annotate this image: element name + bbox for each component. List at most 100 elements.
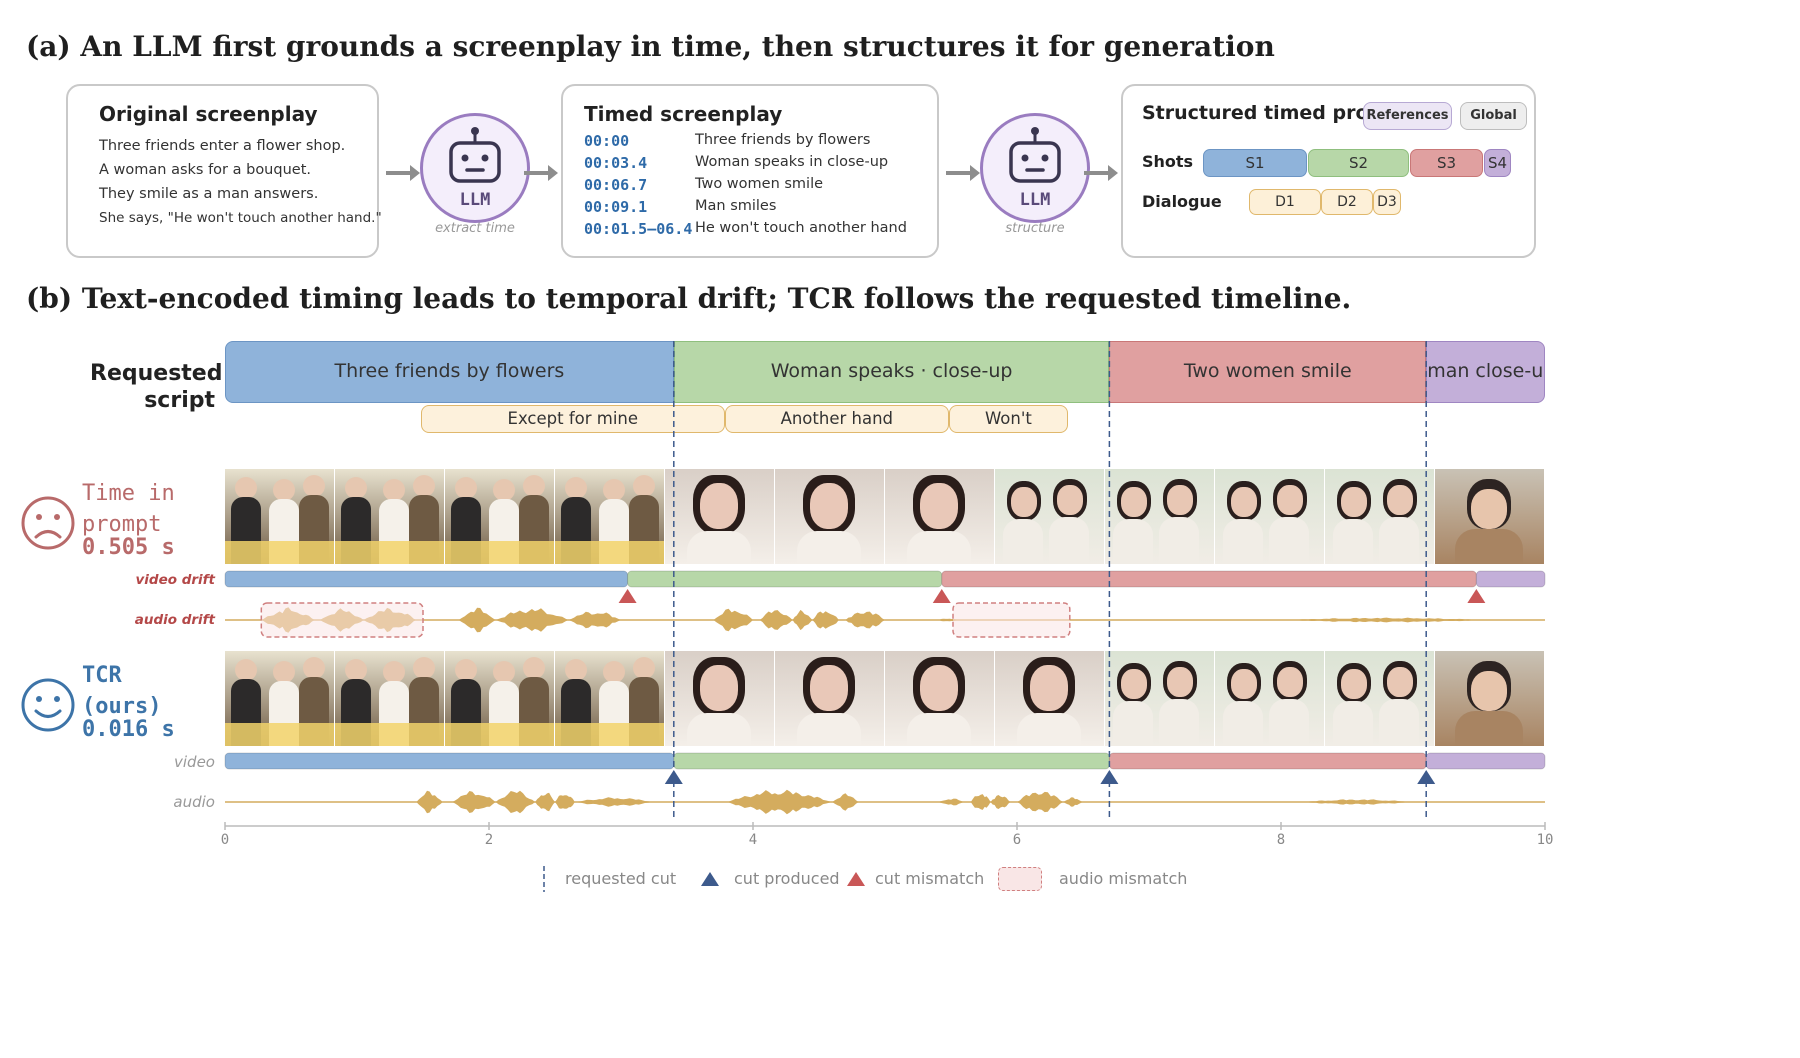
baseline-audio-wave-6 (568, 611, 621, 629)
ours-frame-9 (1105, 651, 1214, 746)
baseline-audio-wave-11 (845, 611, 885, 629)
original-line-1: Three friends enter a flower shop. (99, 138, 346, 154)
ours-audio-wave-3 (495, 790, 536, 814)
requested-shot-1: Three friends by flowers (225, 341, 674, 403)
baseline-frame-strip (225, 469, 1545, 564)
sad-face-icon (21, 496, 75, 550)
original-screenplay-title: Original screenplay (99, 102, 318, 126)
timed-desc-3: Two women smile (695, 176, 824, 192)
arrow-1 (386, 165, 420, 181)
baseline-method-name: Time in prompt (82, 481, 175, 537)
baseline-frame-10 (1215, 469, 1324, 564)
cut-mismatch-marker-3 (1467, 589, 1486, 603)
requested-dialogue-2: Another hand (724, 405, 949, 433)
timed-time-4: 00:09.1 (584, 198, 648, 216)
ours-audio-wave-11 (990, 795, 1011, 809)
baseline-audio-wave-7 (713, 608, 753, 632)
ours-frame-3 (445, 651, 554, 746)
timed-desc-4: Man smiles (695, 198, 777, 214)
llm-structure-node: LLM (980, 113, 1090, 223)
ours-frame-2 (335, 651, 444, 746)
ours-frame-7 (885, 651, 994, 746)
ours-frame-1 (225, 651, 334, 746)
axis-tick-10: 10 (1536, 832, 1554, 848)
axis-tick-2: 2 (484, 832, 494, 848)
ours-method-name: TCR (ours) (82, 663, 162, 719)
panel-b-title: (b) Text-encoded timing leads to tempora… (26, 282, 1352, 315)
baseline-video-segment-3 (941, 570, 1477, 588)
arrow-3 (946, 165, 980, 181)
requested-shot-4: man close-up (1426, 341, 1545, 403)
ours-audio-wave-9 (937, 798, 965, 806)
llm-extract-node: LLM (420, 113, 530, 223)
ours-frame-6 (775, 651, 884, 746)
baseline-video-segment-4 (1475, 570, 1546, 588)
timed-screenplay-card: Timed screenplay 00:00 Three friends by … (561, 84, 939, 258)
llm2-caption: structure (1005, 221, 1065, 236)
axis-tick-8: 8 (1276, 832, 1286, 848)
dialogue-label: Dialogue (1142, 192, 1222, 211)
baseline-frame-6 (775, 469, 884, 564)
legend-cut-produced: cut produced (734, 869, 840, 888)
baseline-frame-7 (885, 469, 994, 564)
ours-audio-wave-5 (555, 795, 575, 809)
requested-script-label: Requested script (90, 361, 223, 413)
cut-mismatch-marker-2 (932, 589, 951, 603)
ours-error: 0.016 s (82, 717, 175, 742)
baseline-frame-2 (335, 469, 444, 564)
baseline-frame-11 (1325, 469, 1434, 564)
cut-produced-legend-icon (701, 872, 719, 886)
dialogue-d1: D1 (1249, 189, 1321, 215)
global-button[interactable]: Global (1460, 102, 1527, 130)
timed-time-1: 00:00 (584, 132, 630, 150)
llm-label-1: LLM (459, 190, 491, 210)
baseline-frame-4 (555, 469, 664, 564)
cut-produced-marker-2 (1100, 770, 1119, 784)
panel-a-title: (a) An LLM first grounds a screenplay in… (26, 30, 1275, 63)
ours-frame-8 (995, 651, 1104, 746)
llm1-caption: extract time (435, 221, 515, 236)
audio-mismatch-legend-icon (998, 867, 1042, 891)
baseline-frame-12 (1435, 469, 1544, 564)
timed-screenplay-title: Timed screenplay (584, 102, 783, 126)
baseline-frame-8 (995, 469, 1104, 564)
axis-tick-6: 6 (1012, 832, 1022, 848)
legend-audio-mismatch: audio mismatch (1059, 869, 1188, 888)
baseline-audio-wave-4 (458, 607, 496, 633)
timed-desc-2: Woman speaks in close-up (695, 154, 889, 170)
llm-label-2: LLM (1019, 190, 1051, 210)
ours-audio-wave-2 (452, 791, 496, 813)
ours-video-segment-2 (673, 752, 1110, 770)
axis-tick-0: 0 (220, 832, 230, 848)
ours-audio-wave-10 (970, 794, 991, 810)
cut-mismatch-marker-1 (618, 589, 637, 603)
requested-cut-legend-icon (543, 866, 545, 892)
arrow-2 (524, 165, 558, 181)
structured-prompt-title: Structured timed prompt (1142, 102, 1412, 124)
timed-time-5: 00:01.5–06.4 (584, 220, 693, 238)
ours-audio-wave-7 (726, 789, 833, 815)
ours-audio-wave-13 (1063, 797, 1083, 807)
baseline-frame-1 (225, 469, 334, 564)
baseline-audio-wave-9 (792, 609, 813, 631)
ours-audio-wave-12 (1017, 791, 1064, 813)
baseline-frame-5 (665, 469, 774, 564)
audio-drift-label: audio drift (134, 612, 215, 628)
axis-tick-4: 4 (748, 832, 758, 848)
cut-produced-marker-1 (664, 770, 683, 784)
shots-label: Shots (1142, 152, 1194, 171)
timed-desc-5: He won't touch another hand (695, 220, 907, 236)
robot-icon (1009, 127, 1061, 183)
references-button[interactable]: References (1363, 102, 1452, 130)
original-line-4: She says, "He won't touch another hand." (99, 210, 382, 226)
legend-requested-cut: requested cut (565, 869, 677, 888)
ours-frame-12 (1435, 651, 1544, 746)
cut-mismatch-legend-icon (847, 872, 865, 886)
requested-dialogue-1: Except for mine (421, 405, 725, 433)
ours-audio-wave-1 (416, 790, 443, 814)
structured-prompt-card: Structured timed prompt References Globa… (1121, 84, 1536, 258)
baseline-video-segment-1 (224, 570, 629, 588)
ours-frame-4 (555, 651, 664, 746)
video-drift-label: video drift (135, 572, 216, 588)
audio-mismatch-box-2 (952, 602, 1071, 638)
